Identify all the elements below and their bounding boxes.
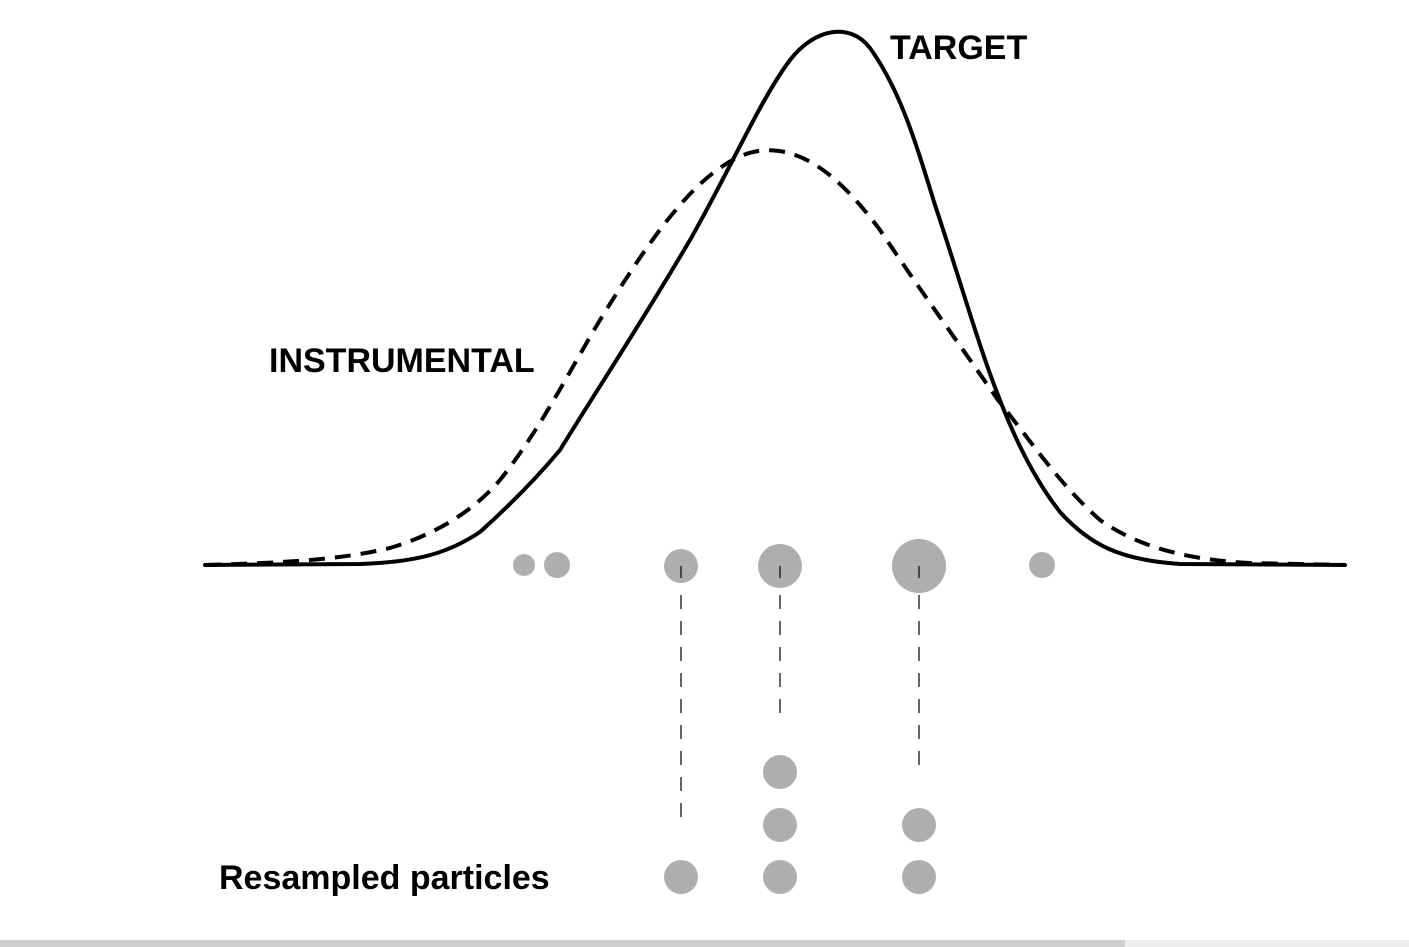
resampled-particle <box>763 860 797 894</box>
weighted-particle <box>1029 552 1055 578</box>
instrumental-label: INSTRUMENTAL <box>269 342 535 380</box>
weighted-particles <box>513 539 1055 593</box>
selection-ticks <box>680 566 920 578</box>
weighted-particle <box>544 552 570 578</box>
resampled-particles-label: Resampled particles <box>219 859 550 897</box>
resampled-particles <box>664 755 936 894</box>
bottom-scrollbar-end <box>1125 940 1409 947</box>
resampled-particle <box>763 808 797 842</box>
bottom-scrollbar-track[interactable] <box>0 940 1125 947</box>
resampled-particle <box>763 755 797 789</box>
resampled-particle <box>902 808 936 842</box>
target-label: TARGET <box>890 29 1027 67</box>
resampled-particle <box>664 860 698 894</box>
resampled-particle <box>902 860 936 894</box>
weighted-particle <box>513 554 535 576</box>
target-curve <box>203 29 1347 567</box>
instrumental-curve <box>204 148 1346 567</box>
resampling-connectors <box>680 595 920 826</box>
